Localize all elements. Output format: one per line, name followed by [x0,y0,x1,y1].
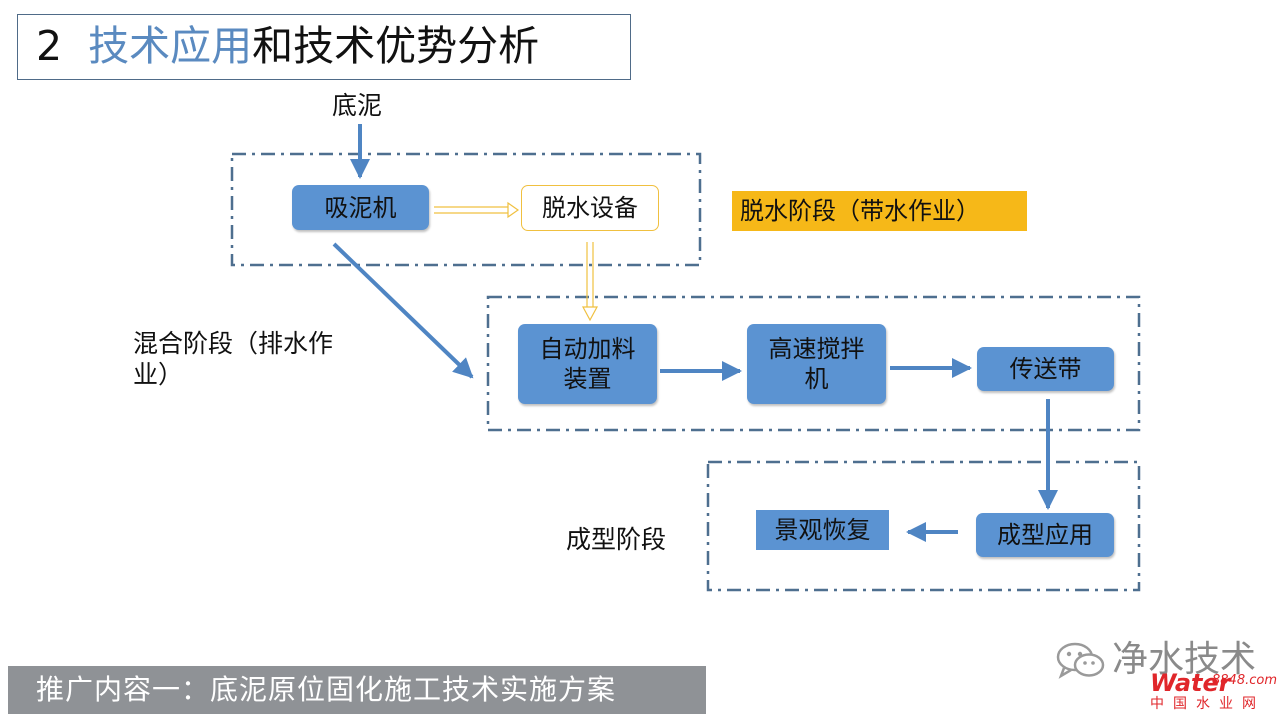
footer-bar: 推广内容一：底泥原位固化施工技术实施方案 [8,666,706,714]
forming-stage-frame [706,460,1141,592]
node-dosing: 自动加料 装置 [518,324,657,404]
suction-to-dewater-arrow [434,201,520,219]
logo-subtitle: 中国水业网 [1150,696,1265,712]
stage-label-mixing: 混合阶段（排水作业） [133,329,334,389]
logo-brand: Water [1150,670,1231,696]
slide-title-box: 2 技术应用和技术优势分析 [17,14,631,80]
node-suction: 吸泥机 [292,185,429,230]
title-rest: 和技术优势分析 [252,22,540,70]
stage-label-forming: 成型阶段 [566,525,667,554]
title-highlight: 技术应用 [88,22,253,70]
logo-suffix-text: .com [1245,673,1277,688]
input-label: 底泥 [332,91,383,120]
node-conveyor: 传送带 [977,347,1114,391]
node-dewater: 脱水设备 [521,185,659,231]
dewater-to-dosing-arrow [581,242,599,322]
logo-brand-word: Water [1150,669,1231,697]
title-number: 2 [36,22,63,70]
logo-num-text: 8848 [1212,673,1246,688]
watermark-text: 净水技术 [1112,639,1257,680]
node-forming: 成型应用 [976,513,1114,557]
node-mixer: 高速搅拌 机 [747,324,886,404]
logo-number: 8848.com [1212,674,1277,688]
stage-label-dewater: 脱水阶段（带水作业） [732,191,1027,231]
dewater-stage-frame [230,152,702,267]
mixing-stage-frame [486,295,1141,432]
suction-to-mixing-arrow [332,242,474,379]
slide-title: 2 技术应用和技术优势分析 [36,21,539,71]
node-landscape: 景观恢复 [756,510,889,550]
wechat-icon [1056,642,1105,679]
